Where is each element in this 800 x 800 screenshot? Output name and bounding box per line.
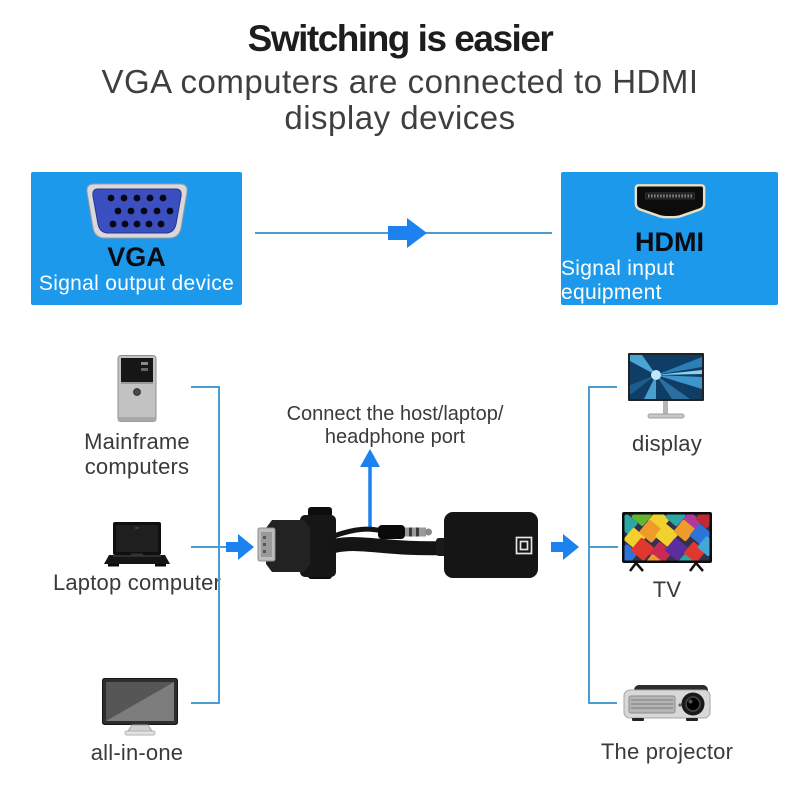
vga-box-subtitle: Signal output device	[38, 272, 235, 295]
banner-right-arrow-icon	[388, 218, 427, 248]
display-icon	[628, 353, 704, 419]
laptop-label: Laptop computer	[52, 570, 222, 595]
tv-label: TV	[652, 577, 682, 602]
left-bracket-line	[191, 386, 220, 704]
laptop-icon	[104, 522, 170, 567]
vga-to-hdmi-adapter-image	[257, 507, 538, 579]
hdmi-box-subtitle: Signal input equipment	[561, 257, 675, 304]
projector-icon	[623, 685, 711, 721]
right-bracket-line	[588, 386, 617, 704]
mainframe-label: Mainframe computers	[84, 429, 190, 479]
subtitle-line-2: display devices	[284, 99, 516, 136]
vga-connector-icon	[85, 183, 188, 239]
hdmi-target-box: HDMI Signal input equipment	[561, 172, 778, 305]
all-in-one-icon	[102, 678, 178, 736]
annotation-line-2: headphone port	[324, 426, 466, 448]
vga-box-title: VGA	[107, 242, 166, 272]
subtitle-line-1: VGA computers are connected to HDMI	[101, 63, 699, 100]
page-title: Switching is easier	[247, 18, 554, 59]
up-arrow-icon	[360, 449, 380, 467]
hdmi-connector-icon	[634, 184, 705, 219]
all-in-one-label: all-in-one	[90, 740, 184, 765]
annotation-text: Connect the host/laptop/ headphone port	[268, 403, 522, 449]
display-label: display	[632, 431, 702, 456]
tv-icon	[622, 512, 712, 572]
annotation-line-1: Connect the host/laptop/	[286, 403, 504, 425]
tower-pc-icon	[117, 355, 157, 422]
adapter-right-arrow-icon	[551, 534, 579, 560]
left-right-arrow-icon	[226, 534, 254, 560]
hdmi-box-title: HDMI	[635, 227, 704, 257]
projector-label: The projector	[600, 739, 734, 764]
vga-source-box: VGA Signal output device	[31, 172, 242, 305]
page-subtitle: VGA computers are connected to HDMI disp…	[0, 64, 800, 136]
